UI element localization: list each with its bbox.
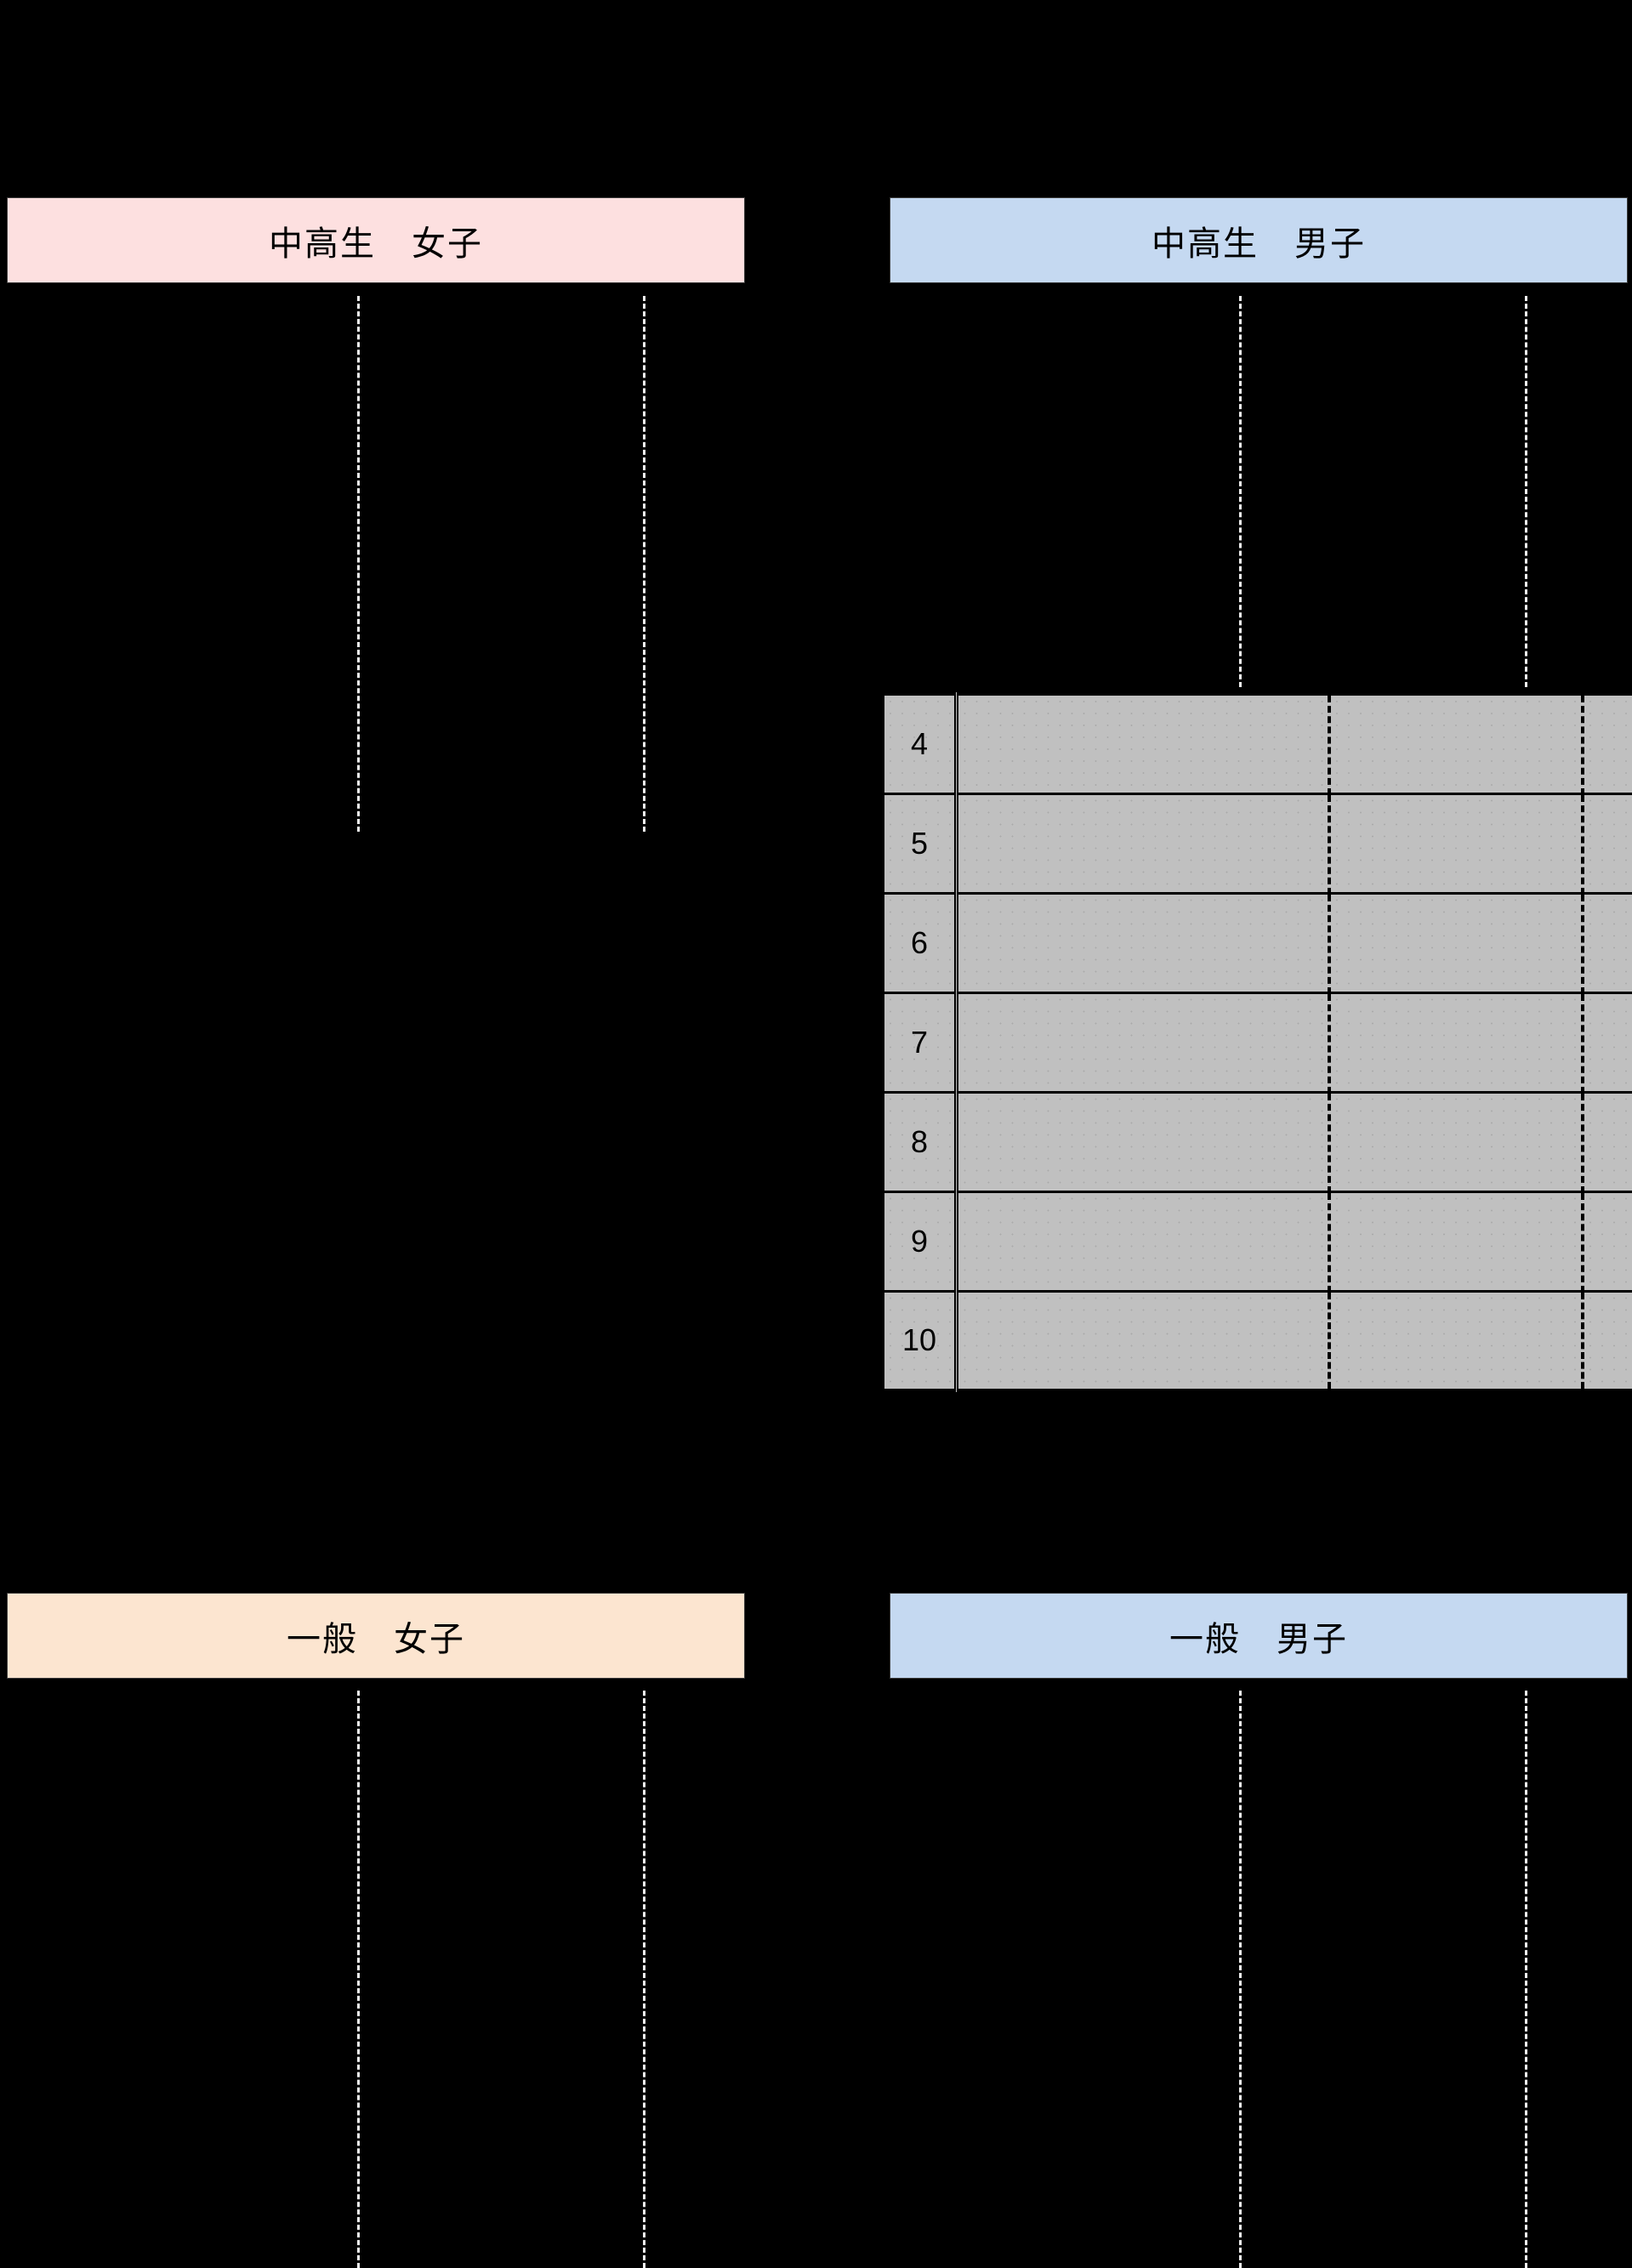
team-cell[interactable]: [1329, 792, 1584, 895]
name-cell[interactable]: [956, 1090, 1331, 1193]
table-row[interactable]: 10: [884, 1289, 1632, 1392]
rank-cell: 5: [884, 792, 958, 895]
section-title-middle-high-boys: 中高生 男子: [1151, 225, 1366, 263]
name-cell[interactable]: [956, 1289, 1331, 1392]
name-cell[interactable]: [956, 1190, 1331, 1293]
name-cell[interactable]: [956, 891, 1331, 994]
team-cell[interactable]: [1329, 891, 1584, 994]
table-row[interactable]: 4: [884, 692, 1632, 795]
score-cell[interactable]: [1583, 792, 1632, 895]
table-row[interactable]: 6: [884, 891, 1632, 994]
column-rule-top-left-2: [643, 296, 645, 832]
column-rule-top-right-2: [1525, 296, 1527, 687]
column-rule-bottom-left-2: [643, 1691, 645, 2268]
rank-cell: 7: [884, 991, 958, 1094]
table-row[interactable]: 7: [884, 991, 1632, 1094]
rank-cell: 8: [884, 1090, 958, 1193]
rank-cell: 6: [884, 891, 958, 994]
rank-cell: 10: [884, 1289, 958, 1392]
team-cell[interactable]: [1329, 1289, 1584, 1392]
section-header-general-girls: 一般 女子: [7, 1593, 745, 1679]
column-rule-bottom-right-1: [1239, 1691, 1242, 2268]
team-cell[interactable]: [1329, 1190, 1584, 1293]
column-rule-top-right-1: [1239, 296, 1242, 687]
team-cell[interactable]: [1329, 991, 1584, 1094]
score-cell[interactable]: [1583, 1289, 1632, 1392]
team-cell[interactable]: [1329, 1090, 1584, 1193]
section-title-general-boys: 一般 男子: [1169, 1620, 1348, 1658]
results-table-middle-high-boys[interactable]: 4 5 6 7: [884, 692, 1632, 1392]
rank-cell: 4: [884, 692, 958, 795]
table-row[interactable]: 8: [884, 1090, 1632, 1193]
table-row[interactable]: 5: [884, 792, 1632, 895]
name-cell[interactable]: [956, 991, 1331, 1094]
score-cell[interactable]: [1583, 692, 1632, 795]
name-cell[interactable]: [956, 692, 1331, 795]
section-title-general-girls: 一般 女子: [287, 1620, 465, 1658]
score-cell[interactable]: [1583, 1090, 1632, 1193]
column-rule-bottom-left-1: [357, 1691, 360, 2268]
section-title-middle-high-girls: 中高生 女子: [269, 225, 483, 263]
rank-cell: 9: [884, 1190, 958, 1293]
section-header-general-boys: 一般 男子: [890, 1593, 1628, 1679]
score-cell[interactable]: [1583, 1190, 1632, 1293]
team-cell[interactable]: [1329, 692, 1584, 795]
section-header-middle-high-girls: 中高生 女子: [7, 197, 745, 283]
table-row[interactable]: 9: [884, 1190, 1632, 1293]
name-cell[interactable]: [956, 792, 1331, 895]
score-cell[interactable]: [1583, 891, 1632, 994]
column-rule-top-left-1: [357, 296, 360, 832]
section-header-middle-high-boys: 中高生 男子: [890, 197, 1628, 283]
column-rule-bottom-right-2: [1525, 1691, 1527, 2268]
score-cell[interactable]: [1583, 991, 1632, 1094]
